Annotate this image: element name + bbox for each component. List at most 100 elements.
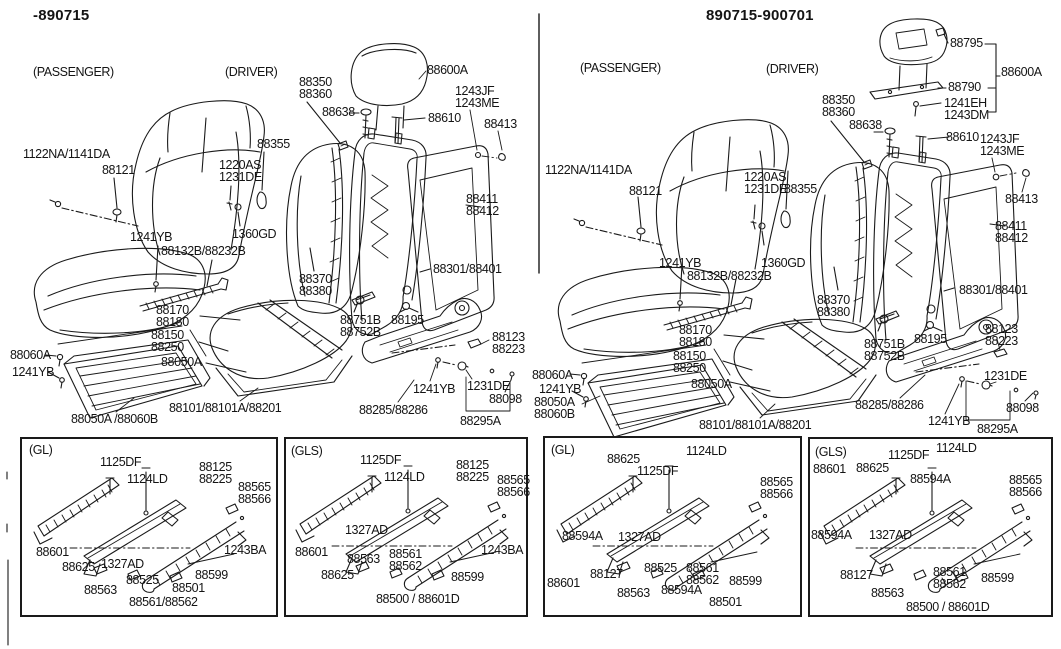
part-number-label: 1360GD xyxy=(761,256,806,270)
part-number-label: 1241YB xyxy=(12,365,55,379)
part-number-label: 88500 / 88601D xyxy=(376,592,460,606)
trim-variant-label: (GL) xyxy=(551,443,575,457)
part-number-label: 88050A /88060B xyxy=(71,412,158,426)
part-number-label: 88600A xyxy=(427,63,468,77)
part-number-label: 88370 88380 xyxy=(817,293,850,319)
part-number-label: 88150 88250 xyxy=(673,349,706,375)
part-number-label: 1124LD xyxy=(936,441,977,455)
part-number-label: 88561 88562 xyxy=(933,565,966,591)
right-headrest-bracket xyxy=(919,33,1001,113)
part-number-label: 88411 88412 xyxy=(466,192,499,218)
part-number-label: 88350 88360 xyxy=(299,75,332,101)
left-headrest-drawing xyxy=(350,43,429,131)
part-number-label: 1125DF xyxy=(100,455,142,469)
right-period-title: 890715-900701 xyxy=(706,7,814,24)
part-number-label: (PASSENGER) xyxy=(580,61,661,75)
part-number-label: 88123 88223 xyxy=(492,330,525,356)
part-number-label: 1122NA/1141DA xyxy=(23,147,110,161)
part-number-label: 88132B/88232B xyxy=(161,244,246,258)
trim-variant-label: (GL) xyxy=(29,443,53,457)
part-number-label: 88790 xyxy=(948,80,981,94)
part-number-label: 88565 88566 xyxy=(497,473,530,499)
part-number-label: 88411 88412 xyxy=(995,219,1028,245)
part-number-label: 1125DF xyxy=(637,464,679,478)
part-number-label: 88150 88250 xyxy=(151,328,184,354)
part-number-label: 88525 xyxy=(126,573,159,587)
part-number-label: 88127 xyxy=(590,567,623,581)
part-number-label: 88170 88180 xyxy=(156,303,189,329)
part-number-label: 88170 88180 xyxy=(679,323,712,349)
trim-box-gl-early xyxy=(20,437,278,617)
part-number-label: 88195 xyxy=(914,332,947,346)
part-number-label: 88751B 88752B xyxy=(864,337,905,363)
part-number-label: 1241YB xyxy=(413,382,456,396)
part-number-label: 1243BA xyxy=(224,543,267,557)
part-number-label: (DRIVER) xyxy=(766,62,819,76)
part-number-label: 88132B/88232B xyxy=(687,269,772,283)
trim-variant-label: (GLS) xyxy=(291,444,323,458)
part-number-label: 88601 xyxy=(547,576,580,590)
part-number-label: 88565 88566 xyxy=(238,480,271,506)
part-number-label: 88127 xyxy=(840,568,873,582)
part-number-label: 88370 88380 xyxy=(299,272,332,298)
part-number-label: 1241YB xyxy=(539,382,582,396)
part-number-label: 1220AS 1231DE xyxy=(744,170,787,196)
trim-variant-label: (GLS) xyxy=(815,445,847,459)
part-number-label: 1327AD xyxy=(101,557,144,571)
trim-box-gls-early xyxy=(284,437,528,617)
part-number-label: 88121 xyxy=(102,163,135,177)
part-number-label: 88060A xyxy=(532,368,573,382)
part-number-label: 88295A xyxy=(460,414,501,428)
part-number-label: 88195 xyxy=(391,313,424,327)
part-number-label: 1327AD xyxy=(618,530,661,544)
part-number-label: 1231DE xyxy=(984,369,1027,383)
part-number-label: 88638 xyxy=(849,118,882,132)
part-number-label: 88050A xyxy=(161,355,202,369)
part-number-label: 1241YB xyxy=(659,256,702,270)
part-number-label: 88500 / 88601D xyxy=(906,600,990,614)
part-number-label: 88625 xyxy=(62,560,95,574)
part-number-label: 1327AD xyxy=(345,523,388,537)
part-number-label: 1243JF 1243ME xyxy=(980,132,1025,158)
part-number-label: 88601 xyxy=(36,545,69,559)
part-number-label: 88413 xyxy=(1005,192,1038,206)
part-number-label: 1327AD xyxy=(869,528,912,542)
part-number-label: 88625 xyxy=(607,452,640,466)
part-number-label: 88601 xyxy=(295,545,328,559)
part-number-label: 1122NA/1141DA xyxy=(545,163,632,177)
part-number-label: 88561/88562 xyxy=(129,595,198,609)
part-number-label: 88060A xyxy=(10,348,51,362)
part-number-label: 1125DF xyxy=(888,448,930,462)
part-number-label: 1241EH 1243DM xyxy=(944,96,989,122)
part-number-label: 88050A xyxy=(691,377,732,391)
right-small-fasteners xyxy=(581,157,1034,421)
part-number-label: 88600A xyxy=(1001,65,1042,79)
part-number-label: 1243BA xyxy=(481,543,524,557)
part-number-label: 1231DE xyxy=(467,379,510,393)
part-number-label: 88563 xyxy=(84,583,117,597)
part-number-label: 88563 xyxy=(347,552,380,566)
part-number-label: 88501 xyxy=(172,581,205,595)
part-number-label: 1241YB xyxy=(130,230,173,244)
right-headrest-drawing xyxy=(869,18,948,117)
part-number-label: 88525 xyxy=(644,561,677,575)
part-number-label: 88125 88225 xyxy=(199,460,232,486)
part-number-label: 88610 xyxy=(946,130,979,144)
part-number-label: 88625 xyxy=(321,568,354,582)
part-number-label: 88795 xyxy=(950,36,983,50)
part-number-label: (PASSENGER) xyxy=(33,65,114,79)
part-number-label: 88594A xyxy=(661,583,702,597)
part-number-label: 88413 xyxy=(484,117,517,131)
part-number-label: 88301/88401 xyxy=(959,283,1028,297)
part-number-label: 88501 xyxy=(709,595,742,609)
part-number-label: 1360GD xyxy=(232,227,277,241)
part-number-label: 88050A 88060B xyxy=(534,395,575,421)
part-number-label: 88285/88286 xyxy=(855,398,924,412)
part-number-label: 88121 xyxy=(629,184,662,198)
section-divider xyxy=(6,13,540,646)
part-number-label: 1243JF 1243ME xyxy=(455,84,500,110)
part-number-label: 1125DF xyxy=(360,453,402,467)
part-number-label: 1220AS 1231DE xyxy=(219,158,262,184)
